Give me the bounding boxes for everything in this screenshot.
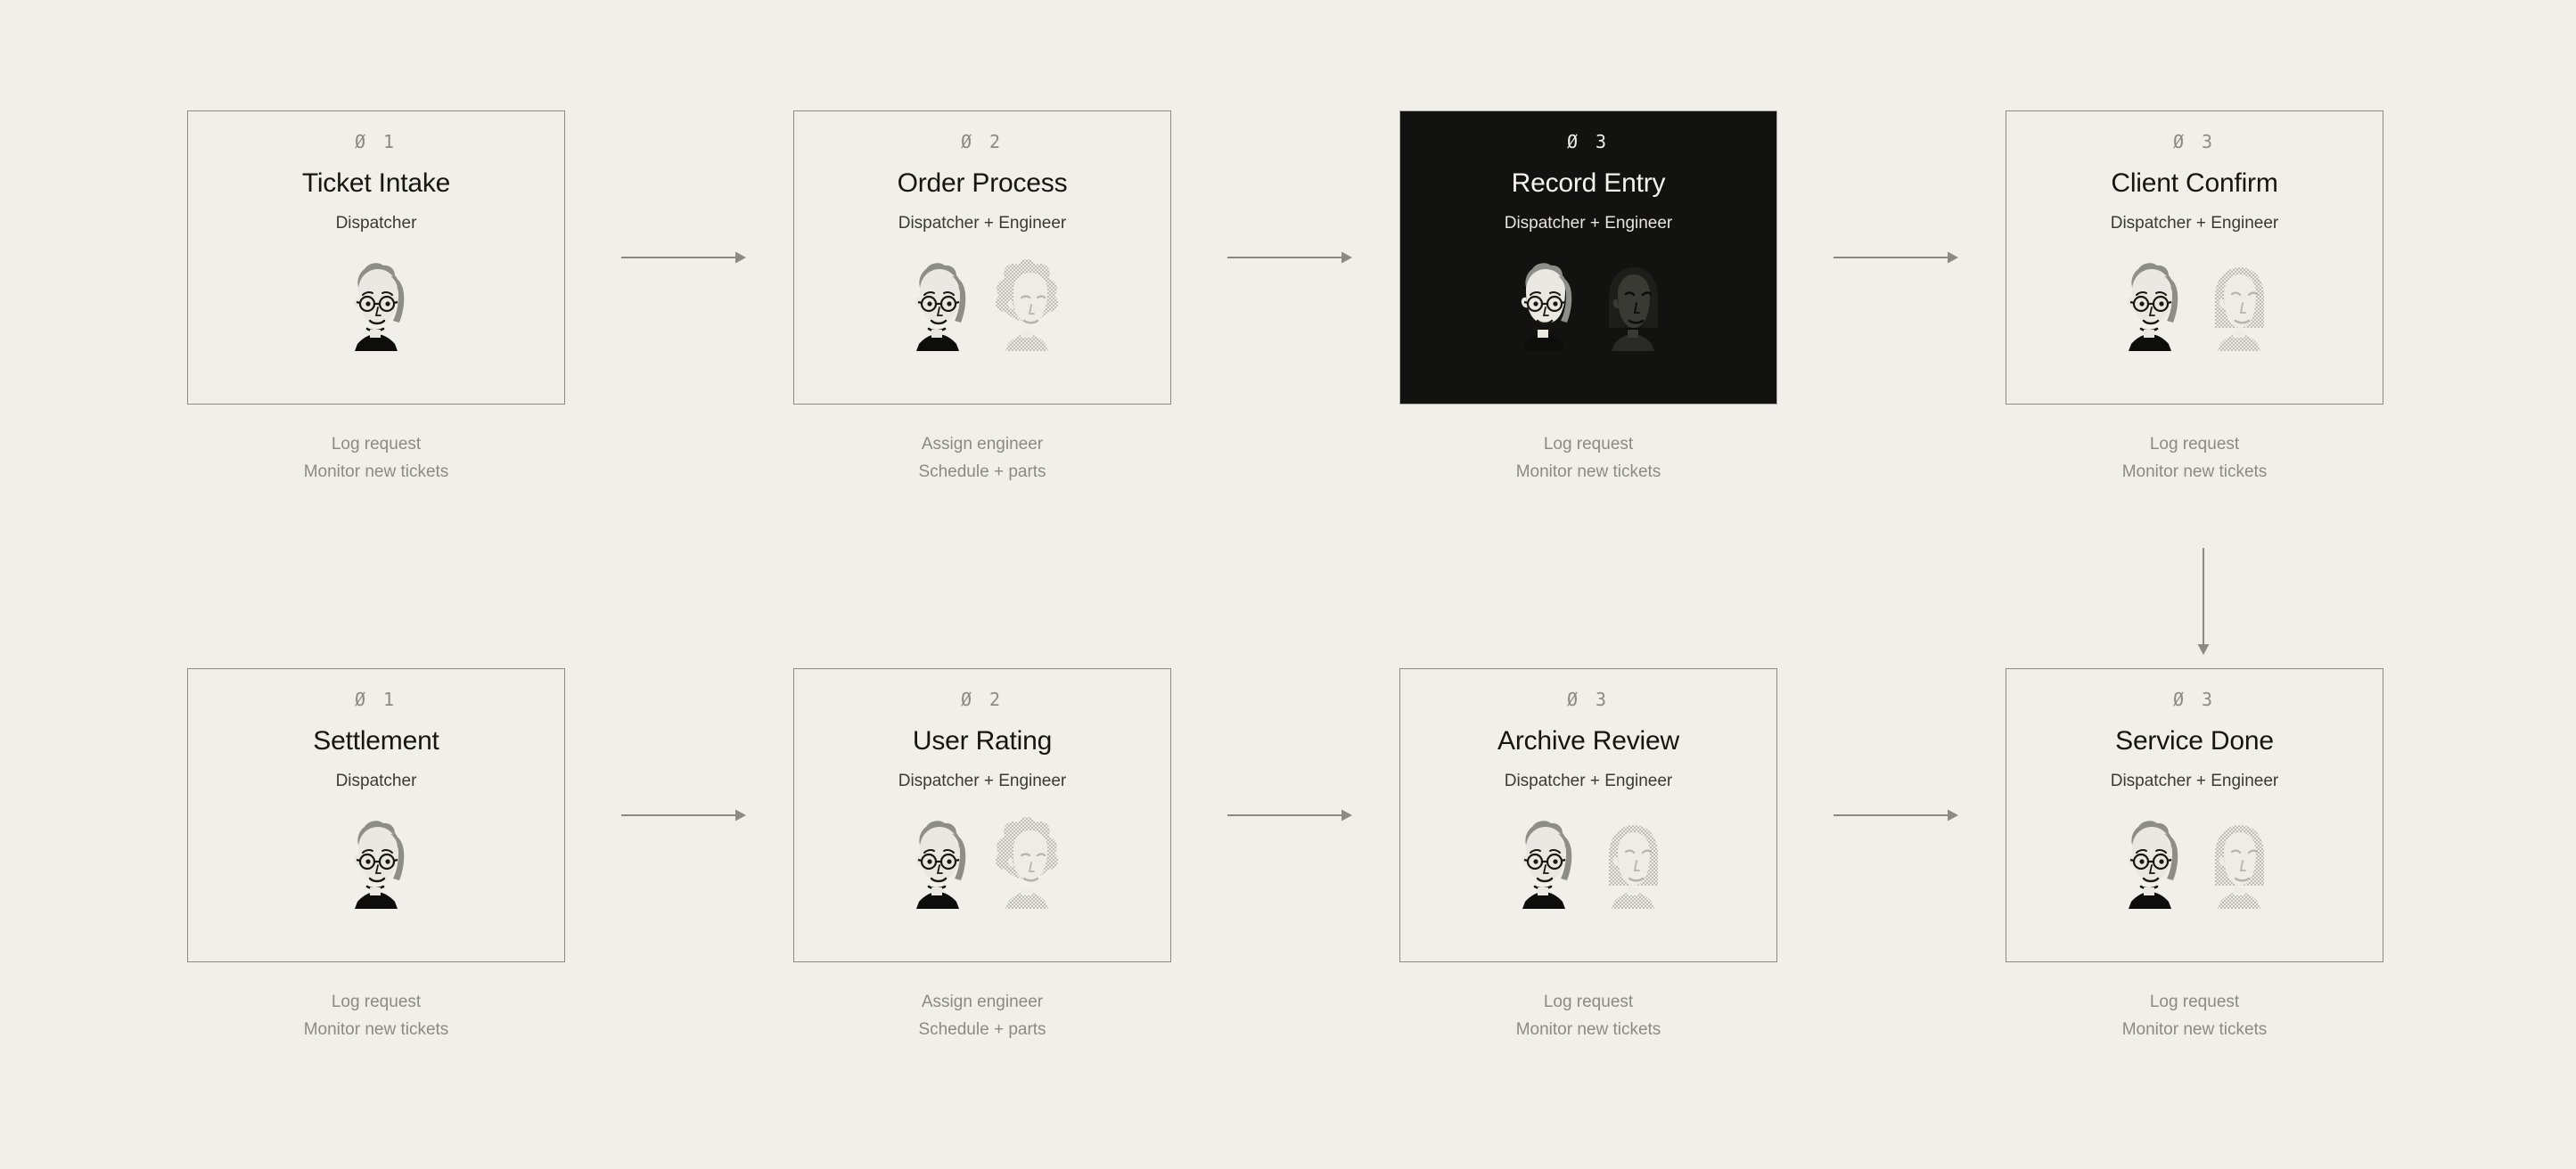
step-title: Settlement xyxy=(313,726,439,756)
arrow-step2-to-step3 xyxy=(1227,249,1352,266)
dispatcher-avatar xyxy=(2112,258,2188,351)
arrow-step5-to-step6 xyxy=(621,806,746,824)
step-role: Dispatcher + Engineer xyxy=(898,214,1067,233)
caption-line-1: Assign engineer xyxy=(921,993,1044,1011)
caption-line-2: Monitor new tickets xyxy=(1515,462,1661,481)
step-title: Client Confirm xyxy=(2111,168,2278,198)
engineer-curly-avatar xyxy=(989,816,1065,909)
caption-line-1: Log request xyxy=(1543,435,1634,454)
step-number: Ø 1 xyxy=(354,131,398,152)
caption-line-2: Monitor new tickets xyxy=(2121,1019,2268,1039)
step-avatars xyxy=(1505,813,1671,909)
arrow-step6-to-step7 xyxy=(1227,806,1352,824)
engineer-bob-avatar xyxy=(2201,258,2277,351)
step-role: Dispatcher + Engineer xyxy=(2110,772,2279,790)
engineer-curly-avatar xyxy=(989,258,1065,351)
arrow-step4-to-step8 xyxy=(2195,548,2212,655)
step-role: Dispatcher + Engineer xyxy=(1504,214,1673,233)
step-number: Ø 1 xyxy=(354,689,398,710)
caption-line-2: Monitor new tickets xyxy=(2121,462,2268,481)
caption-line-2: Monitor new tickets xyxy=(1515,1019,1661,1039)
step-avatars xyxy=(899,255,1065,351)
step-title: Ticket Intake xyxy=(301,168,451,198)
step-avatars xyxy=(2112,255,2277,351)
step-role: Dispatcher + Engineer xyxy=(898,772,1067,790)
caption-line-1: Log request xyxy=(2149,435,2240,454)
step-title: Service Done xyxy=(2115,726,2274,756)
arrow-step3-to-step4 xyxy=(1834,249,1958,266)
dispatcher-avatar xyxy=(1505,258,1582,351)
step-title: Record Entry xyxy=(1511,168,1666,198)
step-avatars xyxy=(338,255,414,351)
step-avatars xyxy=(1505,255,1671,351)
dispatcher-avatar xyxy=(338,816,414,909)
caption-line-1: Log request xyxy=(1543,993,1634,1011)
arrow-step1-to-step2 xyxy=(621,249,746,266)
step-role: Dispatcher xyxy=(335,214,417,233)
caption-line-2: Schedule + parts xyxy=(918,462,1046,481)
step-avatars xyxy=(338,813,414,909)
dispatcher-avatar xyxy=(338,258,414,351)
caption-line-2: Monitor new tickets xyxy=(303,1019,449,1039)
step-number: Ø 3 xyxy=(2172,131,2217,152)
arrow-step7-to-step8 xyxy=(1834,806,1958,824)
step-number: Ø 3 xyxy=(1566,131,1611,152)
step-role: Dispatcher + Engineer xyxy=(2110,214,2279,233)
step-avatars xyxy=(2112,813,2277,909)
step-role: Dispatcher xyxy=(335,772,417,790)
dispatcher-avatar xyxy=(1505,816,1582,909)
engineer-bob-avatar xyxy=(2201,816,2277,909)
engineer-bob-avatar xyxy=(1595,816,1671,909)
dispatcher-avatar xyxy=(899,816,976,909)
step-title: Order Process xyxy=(897,168,1068,198)
dispatcher-avatar xyxy=(899,258,976,351)
step-number: Ø 2 xyxy=(960,131,1005,152)
step-avatars xyxy=(899,813,1065,909)
caption-line-2: Schedule + parts xyxy=(918,1019,1046,1039)
step-number: Ø 3 xyxy=(2172,689,2217,710)
caption-line-2: Monitor new tickets xyxy=(303,462,449,481)
step-number: Ø 2 xyxy=(960,689,1005,710)
step-role: Dispatcher + Engineer xyxy=(1504,772,1673,790)
caption-line-1: Log request xyxy=(331,435,422,454)
caption-line-1: Log request xyxy=(2149,993,2240,1011)
caption-line-1: Log request xyxy=(331,993,422,1011)
engineer-bob-avatar xyxy=(1595,258,1671,351)
step-number: Ø 3 xyxy=(1566,689,1611,710)
step-title: Archive Review xyxy=(1497,726,1679,756)
caption-line-1: Assign engineer xyxy=(921,435,1044,454)
step-title: User Rating xyxy=(912,726,1053,756)
dispatcher-avatar xyxy=(2112,816,2188,909)
